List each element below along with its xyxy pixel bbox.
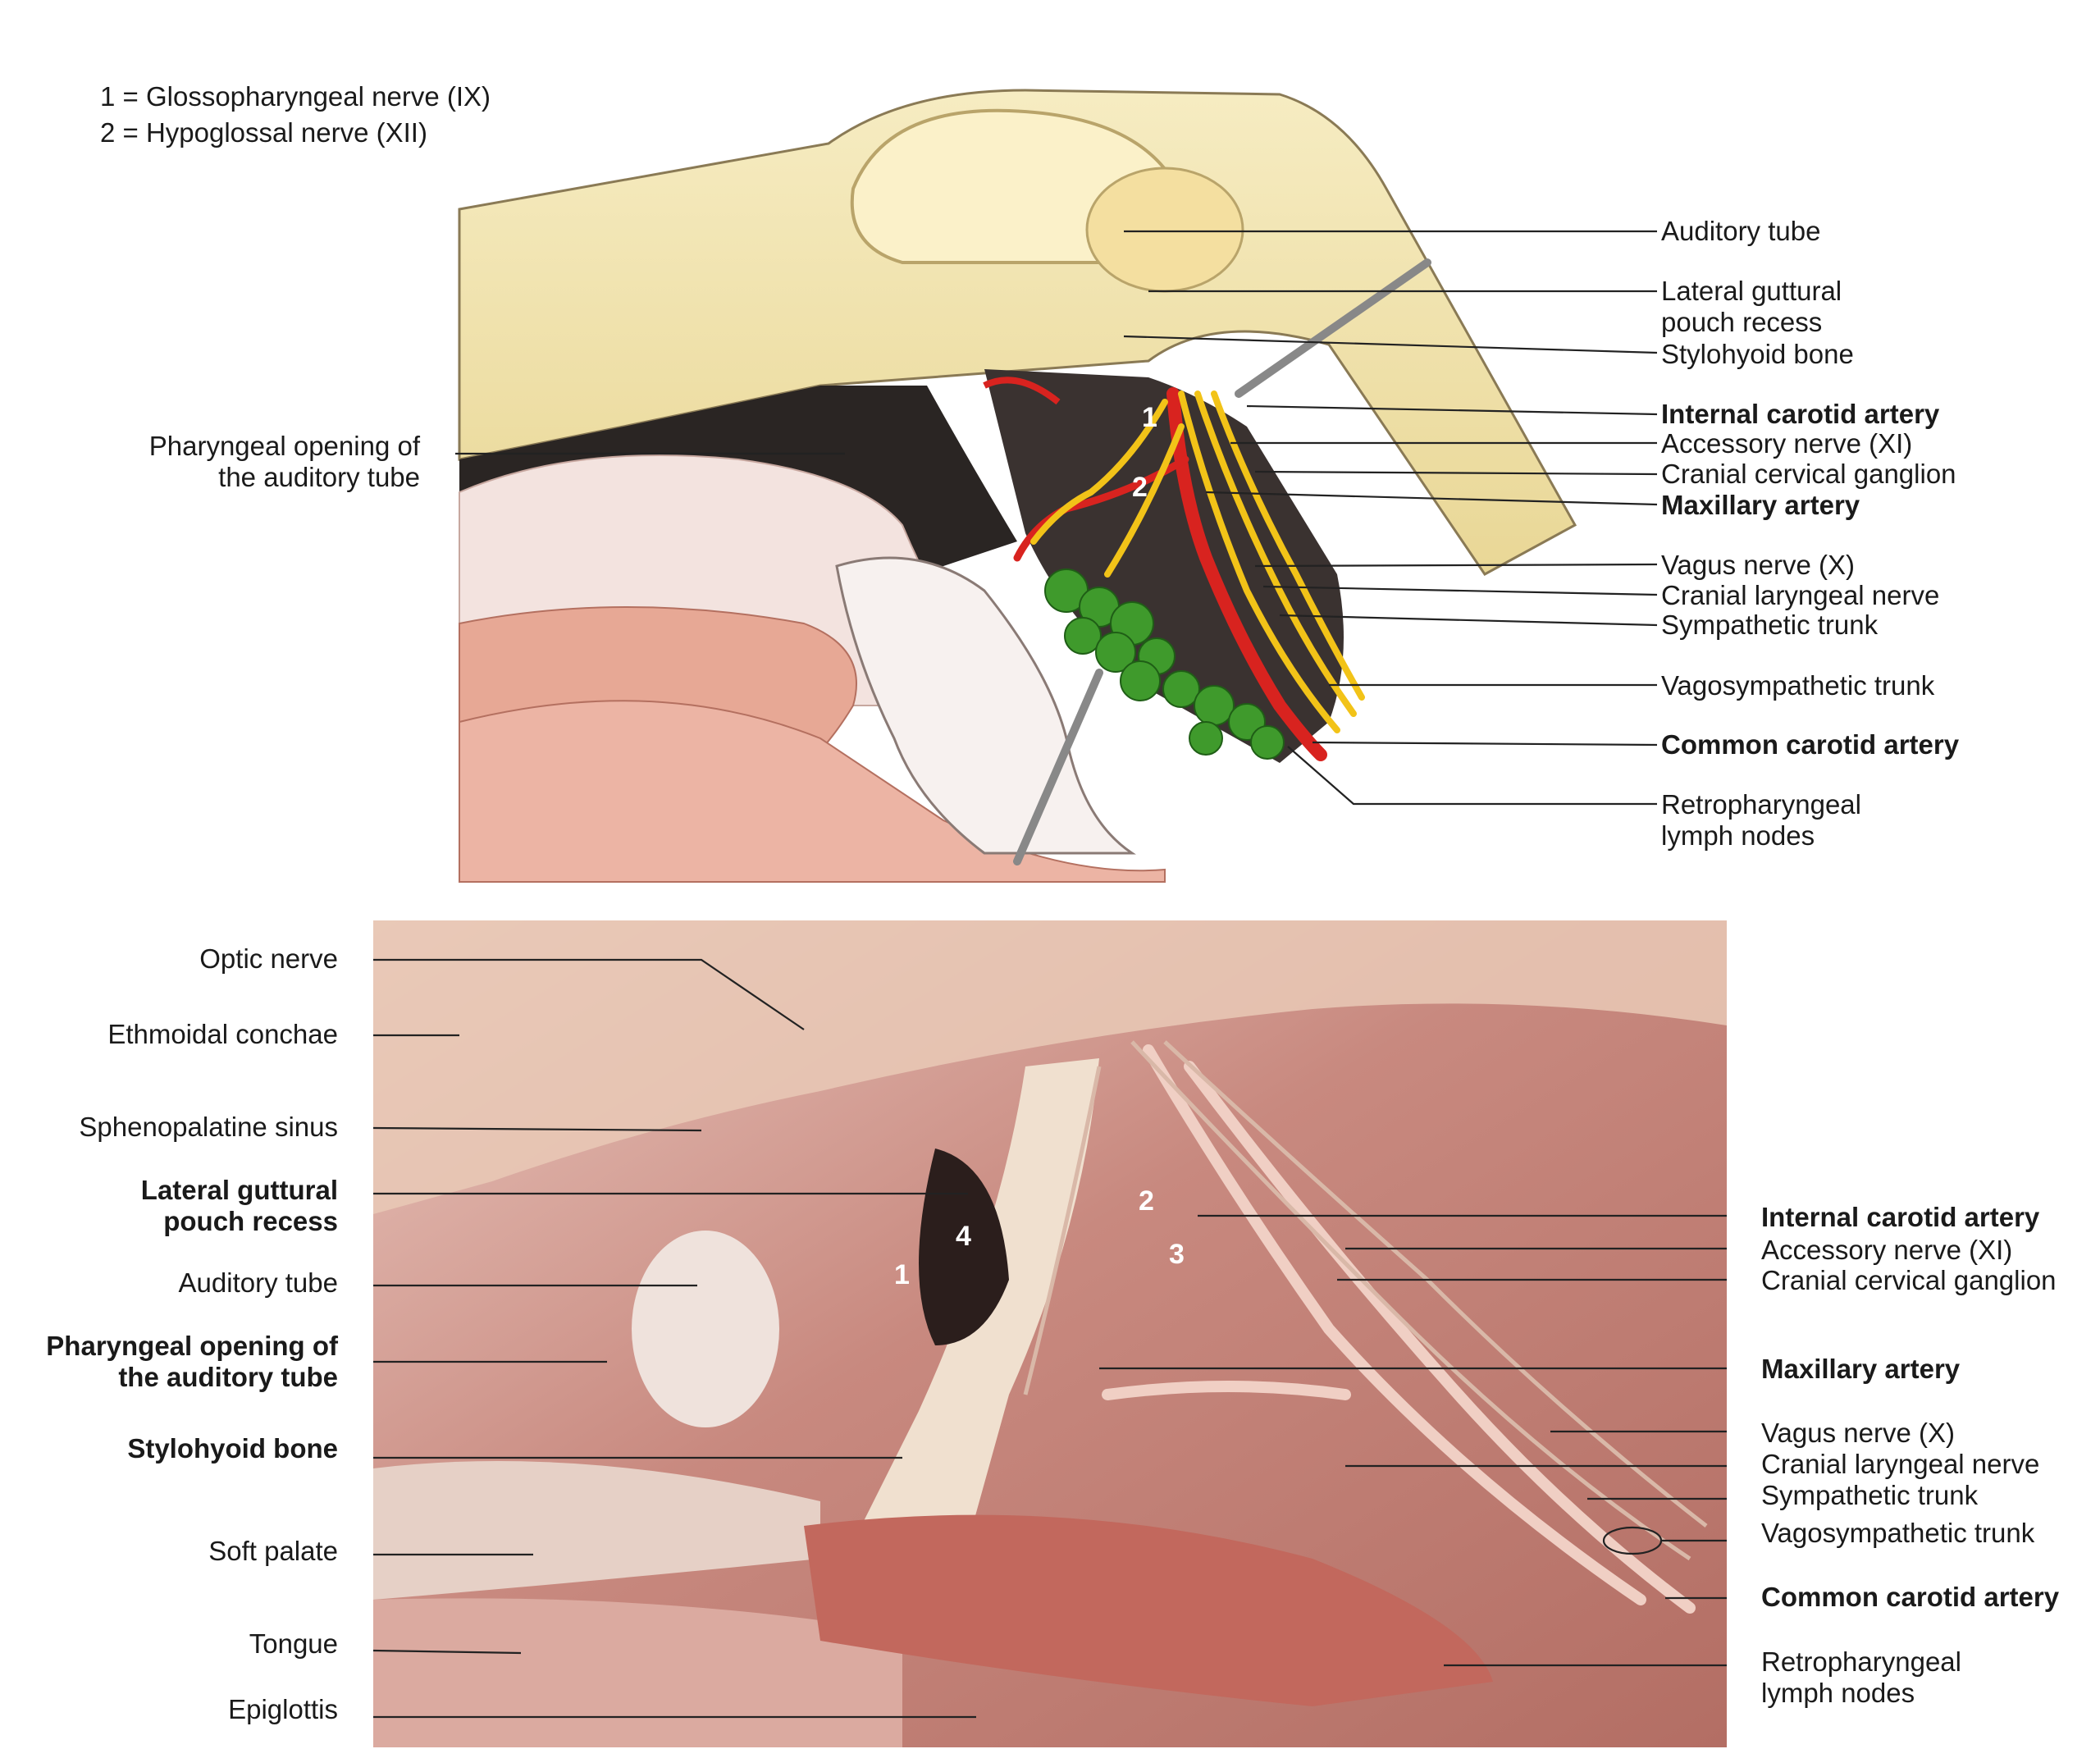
bottom-label-lateral-guttural-pouch-recess: Lateral guttural pouch recess bbox=[33, 1175, 338, 1237]
bottom-label-pharyngeal-opening-line1: Pharyngeal opening of bbox=[46, 1331, 338, 1361]
probe-upper bbox=[1235, 258, 1431, 398]
artery-branch-small bbox=[983, 377, 1061, 405]
bottom-label-internal-carotid-artery: Internal carotid artery bbox=[1761, 1202, 2040, 1232]
top-leader-lines bbox=[455, 230, 1658, 806]
photo-auditory-tube bbox=[632, 1231, 779, 1427]
nerves bbox=[1030, 390, 1365, 733]
bottom-label-retropharyngeal-line1: Retropharyngeal bbox=[1761, 1646, 1961, 1677]
top-label-pharyngeal-opening-line1: Pharyngeal opening of bbox=[148, 431, 420, 461]
top-label-retropharyngeal-line1: Retropharyngeal bbox=[1661, 789, 1861, 820]
photo-muscle-bottom bbox=[804, 1514, 1493, 1706]
top-label-lateral-guttural-line2: pouch recess bbox=[1661, 307, 1823, 337]
bottom-label-accessory-nerve: Accessory nerve (XI) bbox=[1761, 1235, 2013, 1265]
top-label-cranial-cervical-ganglion: Cranial cervical ganglion bbox=[1661, 459, 1956, 489]
top-label-retropharyngeal-line2: lymph nodes bbox=[1661, 820, 1815, 851]
bottom-label-vagosympathetic-trunk: Vagosympathetic trunk bbox=[1761, 1518, 2035, 1548]
top-label-internal-carotid-artery: Internal carotid artery bbox=[1661, 399, 1940, 429]
tongue-muscle bbox=[459, 700, 1166, 883]
top-label-retropharyngeal-lymph-nodes: Retropharyngeal lymph nodes bbox=[1661, 789, 1861, 852]
bottom-label-optic-nerve: Optic nerve bbox=[199, 943, 338, 974]
bottom-label-sympathetic-trunk: Sympathetic trunk bbox=[1761, 1480, 1979, 1510]
photo-soft-palate bbox=[373, 1461, 820, 1600]
top-label-maxillary-artery: Maxillary artery bbox=[1661, 490, 1860, 520]
bottom-right-leader-lines bbox=[1099, 1214, 1727, 1667]
number-legend: 1 = Glossopharyngeal nerve (IX) 2 = Hypo… bbox=[100, 79, 491, 151]
top-label-vagosympathetic-trunk: Vagosympathetic trunk bbox=[1661, 670, 1935, 701]
top-label-sympathetic-trunk: Sympathetic trunk bbox=[1661, 610, 1879, 640]
bottom-label-retropharyngeal-line2: lymph nodes bbox=[1761, 1678, 1915, 1708]
top-label-accessory-nerve: Accessory nerve (XI) bbox=[1661, 428, 1913, 459]
probe-lower bbox=[1013, 669, 1103, 865]
bottom-label-vagus-nerve: Vagus nerve (X) bbox=[1761, 1418, 1955, 1448]
carotid-artery bbox=[1166, 387, 1327, 761]
photo-number-1: 1 bbox=[894, 1259, 910, 1290]
photo-bone-band bbox=[373, 920, 1727, 1214]
bottom-label-cranial-cervical-ganglion: Cranial cervical ganglion bbox=[1761, 1265, 2057, 1295]
bottom-left-leader-lines bbox=[372, 958, 976, 1719]
top-label-stylohyoid-bone: Stylohyoid bone bbox=[1661, 339, 1854, 369]
pharynx-cavity bbox=[835, 556, 1136, 855]
photo-number-4: 4 bbox=[956, 1221, 971, 1252]
photo-tongue bbox=[373, 1598, 902, 1747]
photo-number-2: 2 bbox=[1139, 1185, 1154, 1217]
bottom-label-common-carotid-artery: Common carotid artery bbox=[1761, 1582, 2060, 1612]
bottom-label-lateral-guttural-line1: Lateral guttural bbox=[140, 1175, 338, 1205]
top-illustration: 1 2 bbox=[458, 89, 1577, 883]
bottom-label-maxillary-artery: Maxillary artery bbox=[1761, 1354, 1961, 1384]
bottom-photo: 1 2 3 4 bbox=[373, 920, 1727, 1747]
bottom-label-stylohyoid-bone: Stylohyoid bone bbox=[127, 1433, 338, 1464]
top-label-lateral-guttural-pouch-recess: Lateral guttural pouch recess bbox=[1661, 276, 1842, 338]
legend-item-1: 1 = Glossopharyngeal nerve (IX) bbox=[100, 81, 491, 112]
top-label-cranial-laryngeal-nerve: Cranial laryngeal nerve bbox=[1661, 580, 1940, 610]
lymph-nodes bbox=[1044, 569, 1285, 760]
illustration-number-1: 1 bbox=[1142, 402, 1157, 433]
bottom-label-tongue: Tongue bbox=[249, 1628, 338, 1659]
top-label-pharyngeal-opening: Pharyngeal opening of the auditory tube bbox=[123, 431, 420, 493]
bottom-label-cranial-laryngeal-nerve: Cranial laryngeal nerve bbox=[1761, 1449, 2040, 1479]
bottom-label-lateral-guttural-line2: pouch recess bbox=[163, 1206, 338, 1236]
top-label-lateral-guttural-line1: Lateral guttural bbox=[1661, 276, 1842, 306]
bottom-label-sphenopalatine-sinus: Sphenopalatine sinus bbox=[79, 1112, 338, 1142]
bottom-label-retropharyngeal-lymph-nodes: Retropharyngeal lymph nodes bbox=[1761, 1646, 1961, 1709]
cerebellum bbox=[1085, 167, 1244, 293]
top-label-common-carotid-artery: Common carotid artery bbox=[1661, 729, 1960, 760]
bottom-label-auditory-tube: Auditory tube bbox=[178, 1267, 338, 1298]
skull-bone bbox=[458, 89, 1577, 576]
photo-number-3: 3 bbox=[1169, 1239, 1185, 1270]
bottom-label-pharyngeal-opening: Pharyngeal opening of the auditory tube bbox=[16, 1331, 338, 1393]
bottom-label-pharyngeal-opening-line2: the auditory tube bbox=[118, 1362, 338, 1392]
top-label-vagus-nerve: Vagus nerve (X) bbox=[1661, 550, 1855, 580]
photo-pouch-dark bbox=[919, 1148, 1009, 1345]
legend-item-2: 2 = Hypoglossal nerve (XII) bbox=[100, 117, 427, 148]
illustration-number-2: 2 bbox=[1132, 472, 1148, 503]
top-label-auditory-tube: Auditory tube bbox=[1661, 216, 1821, 246]
bottom-label-soft-palate: Soft palate bbox=[208, 1536, 338, 1566]
bottom-label-ethmoidal-conchae: Ethmoidal conchae bbox=[107, 1019, 338, 1049]
bottom-label-epiglottis: Epiglottis bbox=[228, 1694, 338, 1724]
top-label-pharyngeal-opening-line2: the auditory tube bbox=[218, 462, 420, 492]
